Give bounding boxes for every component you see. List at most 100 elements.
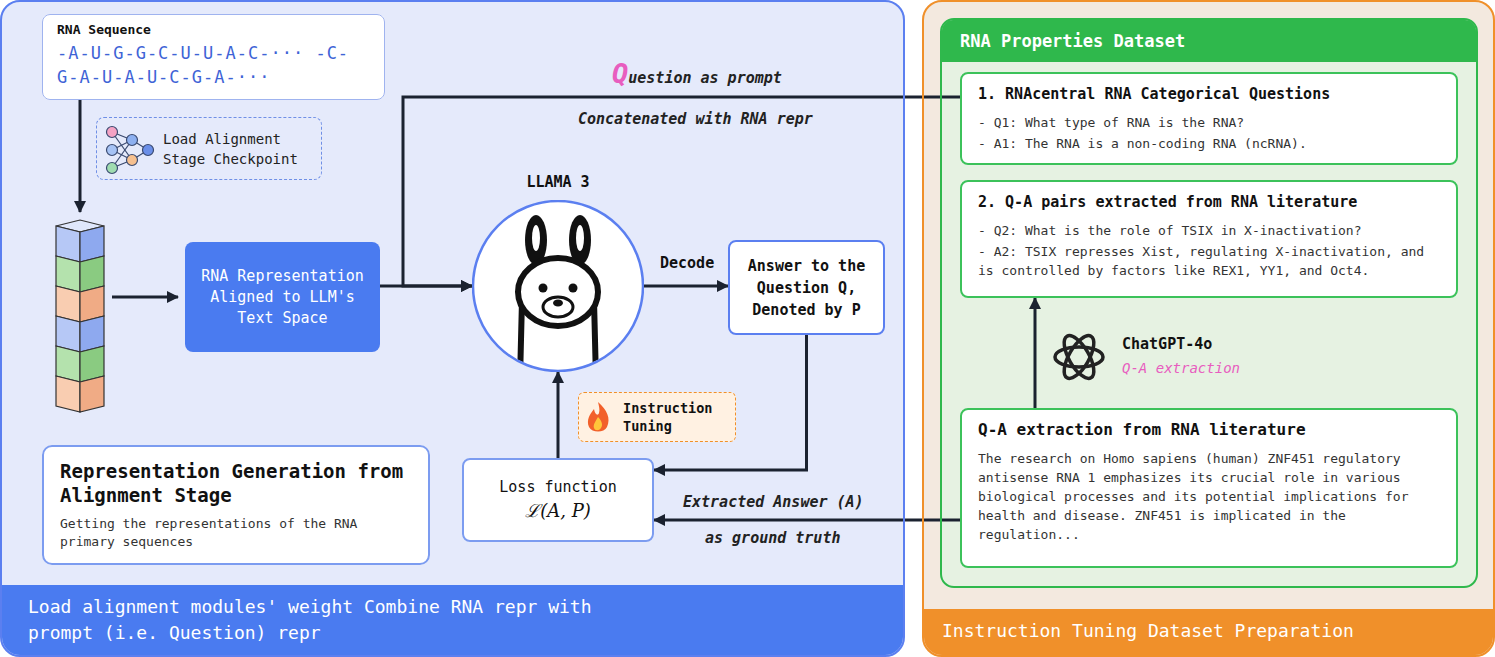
node-fill — [728, 240, 885, 335]
llama-icon — [576, 225, 584, 251]
network-icon — [107, 127, 154, 174]
sequence-box: RNA Sequence-A-U-G-G-C-U-U-A-C-··· -C-G-… — [42, 14, 385, 100]
node-fill — [940, 18, 1478, 588]
node-fill — [578, 392, 736, 442]
heading-text: 1. RNAcentral RNA Categorical Questions — [978, 83, 1440, 105]
edge-note: Question as prompt — [612, 58, 782, 89]
node-text: Load alignment modules' weight Combine R… — [28, 594, 648, 646]
llm-circle: LLAMA 3 — [472, 168, 644, 372]
representation-stack — [80, 376, 104, 412]
body-text: Getting the representations of the RNA p… — [60, 515, 412, 551]
node-fill — [42, 14, 385, 100]
flame-icon — [594, 417, 602, 430]
node-fill — [960, 180, 1458, 298]
node-fill — [462, 458, 654, 542]
right-panel: Instruction Tuning Dataset Preparation RN… — [922, 0, 1495, 657]
checkpoint-box: Load Alignment Stage Checkpoint — [96, 117, 322, 180]
network-icon — [112, 140, 132, 168]
band: RNA Properties Dataset — [942, 20, 1476, 62]
node-fill — [42, 14, 385, 100]
network-icon — [127, 155, 138, 166]
chatgpt-logo — [1058, 331, 1099, 383]
flame-icon — [588, 402, 609, 432]
chatgpt-logo — [1055, 331, 1103, 383]
network-icon — [132, 150, 148, 160]
network-icon — [112, 140, 132, 150]
representation-stack — [80, 226, 104, 262]
node-fill — [185, 242, 380, 352]
node-text: Load Alignment Stage Checkpoint — [163, 129, 311, 169]
loss-box: Loss functionℒ(A, P) — [462, 458, 654, 542]
llama-icon — [525, 215, 547, 265]
node-fill — [940, 18, 1478, 588]
representation-box: RNA Representation Aligned to LLM's Text… — [185, 242, 380, 352]
node-fill — [42, 445, 430, 565]
connector-arrow — [1034, 298, 1037, 408]
literature-box: Q-A extraction from RNA literatureThe re… — [960, 408, 1458, 568]
edge-note: Concatenated with RNA repr — [578, 110, 813, 128]
representation-stack — [80, 316, 104, 352]
network-icon — [112, 160, 132, 168]
connector-arrow — [403, 97, 960, 286]
body-text: The research on Homo sapiens (human) ZNF… — [978, 449, 1440, 544]
node-fill — [960, 180, 1458, 298]
llama-icon — [553, 300, 563, 307]
connector-arrow — [557, 372, 560, 458]
node-text: Answer to the Question Q, Denoted by P — [740, 255, 873, 321]
network-icon — [107, 145, 118, 156]
chatgpt-logo — [1055, 347, 1103, 367]
body-text: - A2: TSIX represses Xist, regulating X-… — [978, 242, 1440, 280]
circle-outline — [473, 201, 643, 371]
band: Instruction Tuning Dataset Preparation — [924, 609, 1493, 655]
band: Load alignment modules' weight Combine R… — [2, 585, 903, 655]
flame-icon — [588, 402, 609, 432]
node-text: RNA Properties Dataset — [960, 30, 1458, 52]
node-fill — [0, 0, 905, 657]
heading-text: Representation Generation from Alignment… — [60, 459, 412, 507]
network-icon — [107, 163, 118, 174]
node-fill — [960, 408, 1458, 568]
node-fill — [960, 408, 1458, 568]
node-text: Instruction Tuning — [623, 399, 727, 435]
network-icon — [112, 132, 132, 160]
llama-icon — [543, 297, 573, 317]
node-fill — [922, 0, 1495, 657]
edge-label: Decode — [660, 254, 714, 272]
tuning-tag: Instruction Tuning — [578, 392, 736, 442]
representation-stack — [56, 346, 80, 382]
node-fill — [728, 240, 885, 335]
left-panel: Load alignment modules' weight Combine R… — [0, 0, 905, 657]
node-fill — [960, 72, 1458, 165]
node-fill — [185, 242, 380, 352]
question-box: 1. RNAcentral RNA Categorical Questions-… — [960, 72, 1458, 165]
node-fill — [462, 458, 654, 542]
node-fill — [0, 0, 905, 657]
body-text: -A-U-G-G-C-U-U-A-C-··· -C-G-A-U-A-U-C-G-… — [57, 41, 370, 89]
layout-arrows — [112, 296, 178, 299]
representation-stack — [56, 256, 80, 292]
node-text: RNA Representation Aligned to LLM's Text… — [197, 266, 368, 329]
representation-stack — [80, 256, 104, 292]
node-fill — [960, 72, 1458, 165]
question-box: 2. Q-A pairs extracted from RNA literatu… — [960, 180, 1458, 298]
node-text: LLAMA 3 — [472, 168, 644, 200]
connector-arrow — [654, 519, 960, 522]
node-fill — [42, 445, 430, 565]
representation-stack — [56, 376, 80, 412]
heading-text: Loss function — [474, 476, 642, 498]
edge-note: as ground truth — [705, 529, 840, 547]
representation-stack — [80, 346, 104, 382]
heading-text: 2. Q-A pairs extracted from RNA literatu… — [978, 191, 1440, 213]
layout-arrows — [79, 100, 82, 212]
circle-outline — [472, 200, 644, 372]
representation-stack — [56, 316, 80, 352]
stage-note-box: Representation Generation from Alignment… — [42, 445, 430, 565]
llama-icon — [539, 284, 548, 293]
heading-text: Q-A extraction from RNA literature — [978, 419, 1440, 441]
network-icon — [112, 132, 132, 140]
network-icon — [127, 135, 138, 146]
edge-label: Extracted Answer (A) — [683, 493, 864, 511]
body-text: - Q2: What is the role of TSIX in X-inac… — [978, 221, 1440, 240]
representation-stack — [80, 286, 104, 322]
connector-arrow — [380, 285, 472, 288]
